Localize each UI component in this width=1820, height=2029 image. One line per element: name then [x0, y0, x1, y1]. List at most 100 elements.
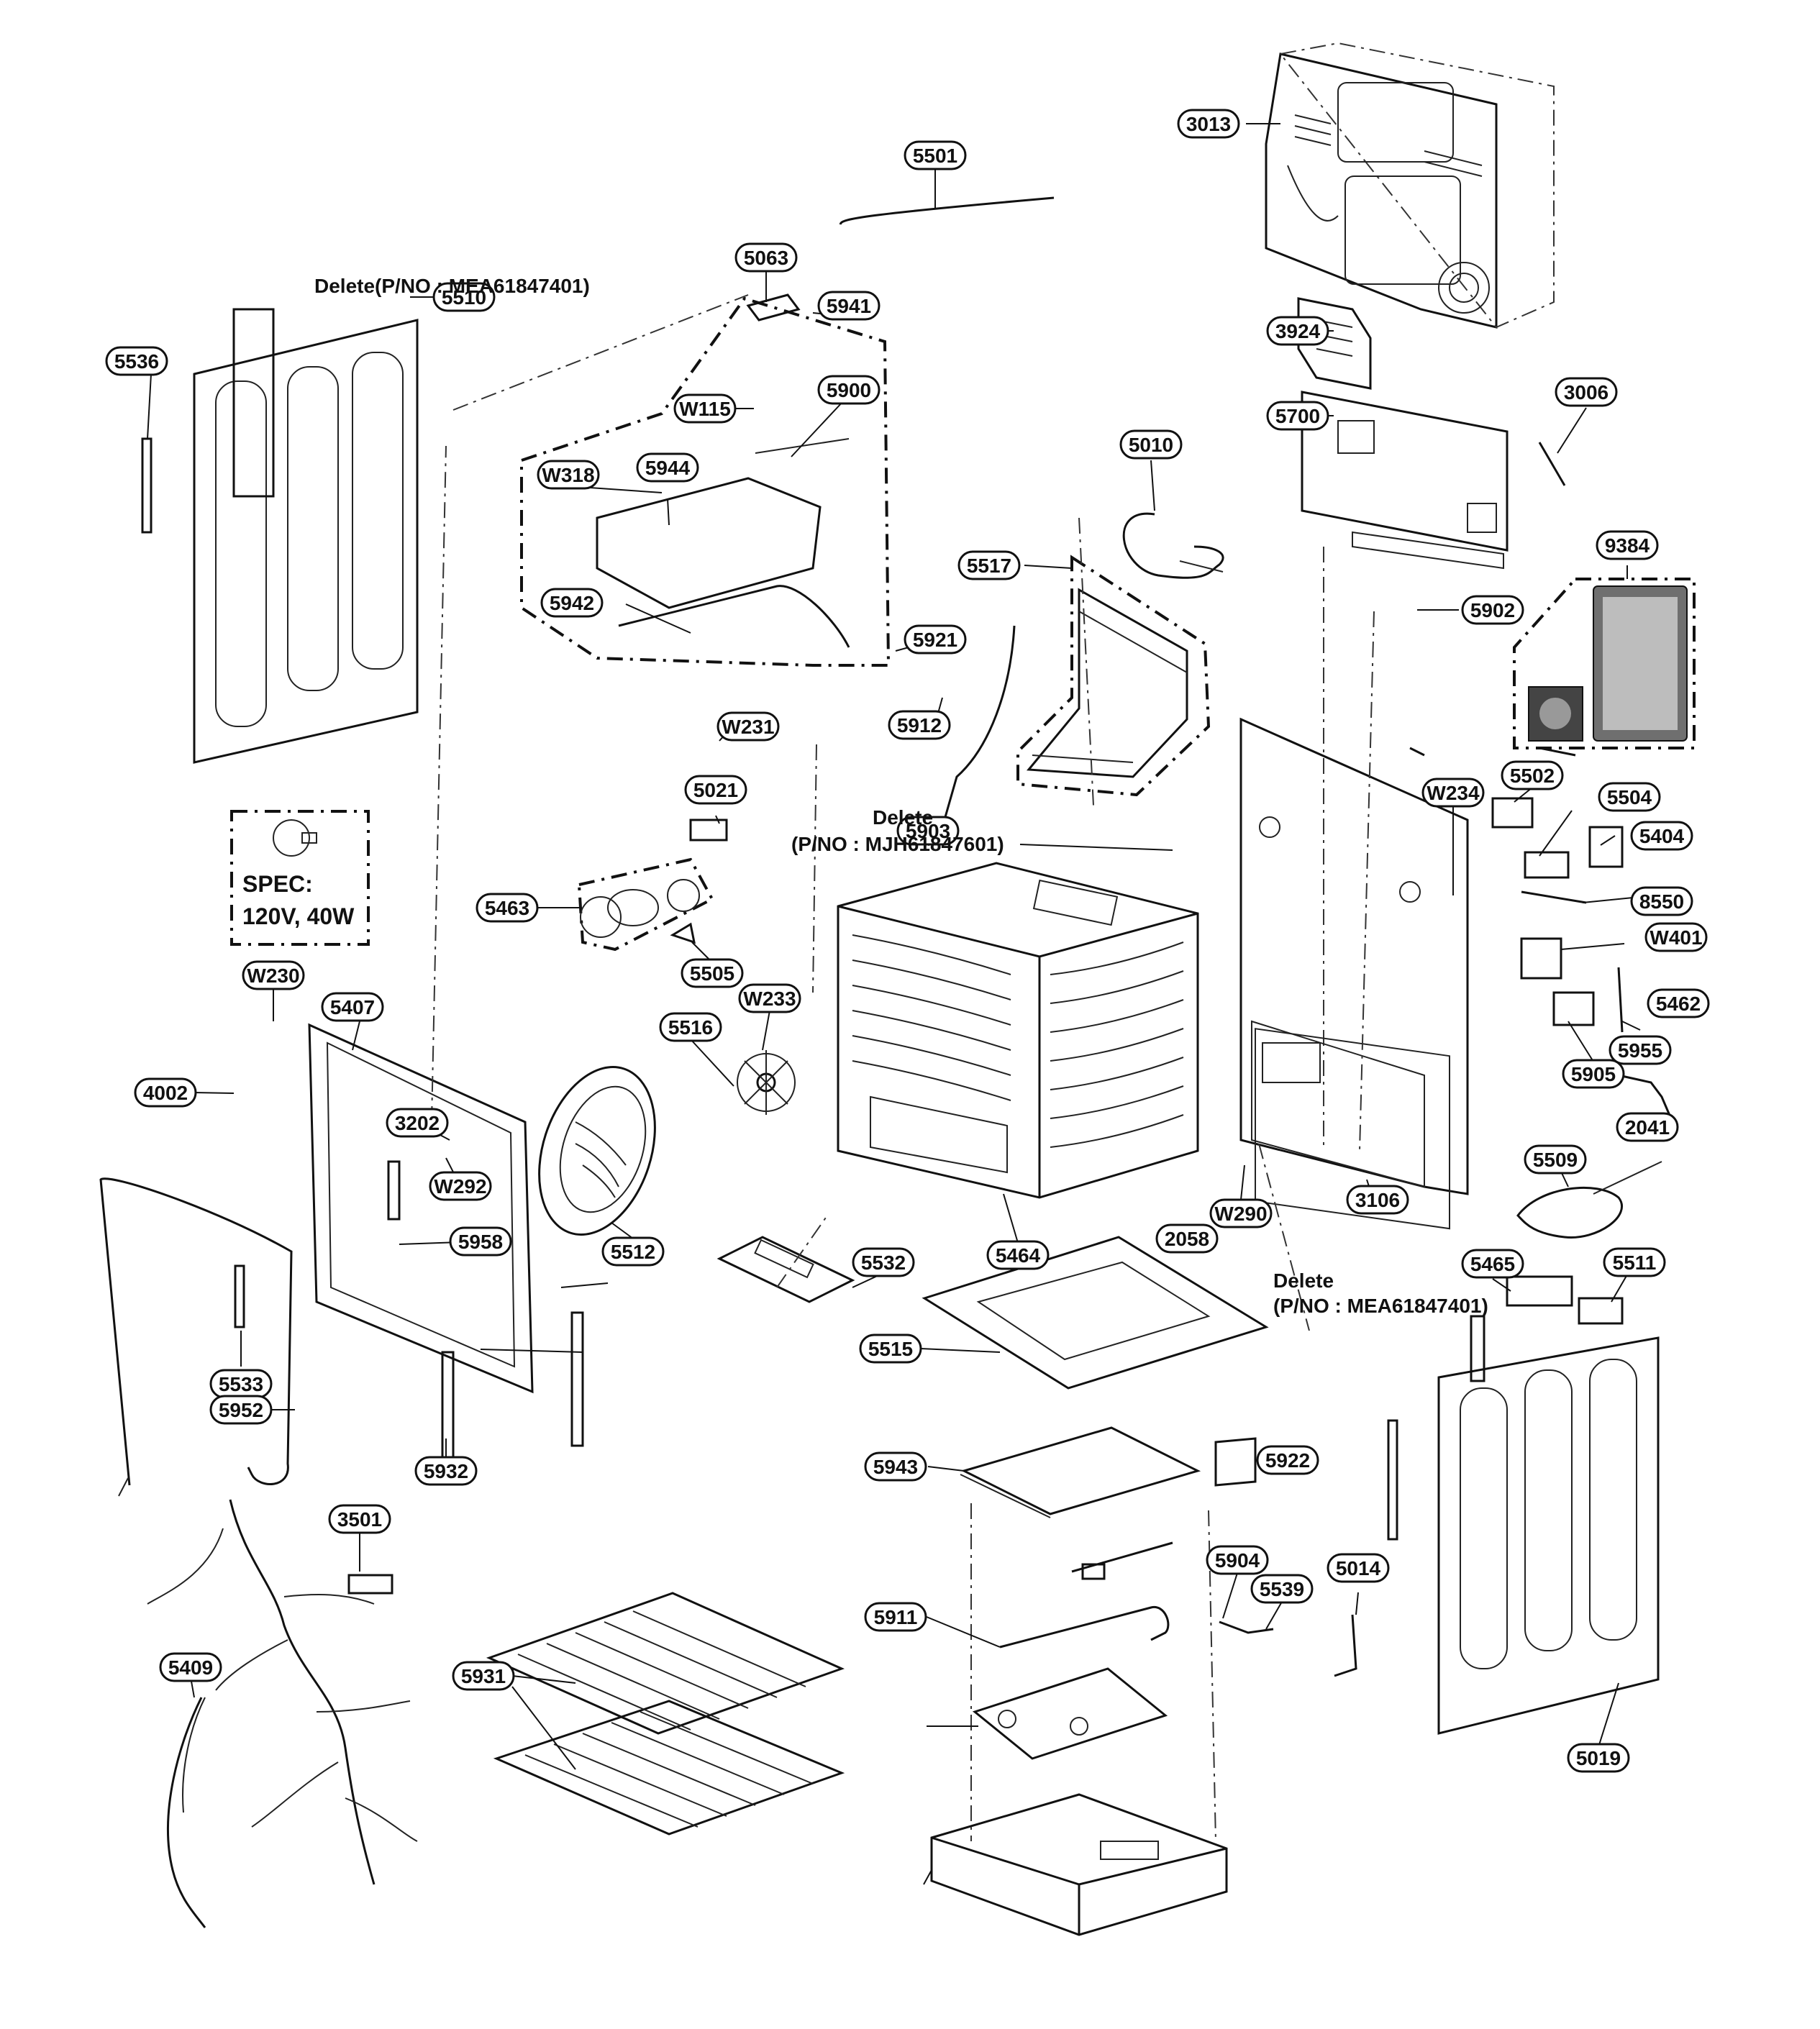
callout-label: 5902	[1470, 599, 1515, 621]
callout-5931: 5931	[452, 1661, 515, 1691]
callout-5462: 5462	[1647, 988, 1710, 1018]
callout-label: 5409	[168, 1656, 213, 1679]
wires-5905-2041	[1516, 1074, 1674, 1239]
callout-bubble	[1155, 1223, 1219, 1254]
duct-5517	[1016, 555, 1211, 797]
callout-5021: 5021	[684, 775, 747, 805]
callout-bubble	[537, 460, 600, 490]
callout-bubble	[817, 291, 881, 321]
callout-5903: 5903	[896, 816, 960, 846]
callout-bubble	[1555, 377, 1618, 407]
right-side-panel-5539	[1437, 1275, 1660, 1735]
callout-5932: 5932	[414, 1456, 478, 1486]
callout-label: 3013	[1186, 113, 1231, 135]
callout-w401: W401	[1644, 922, 1708, 952]
callout-bubble	[1266, 401, 1329, 431]
callout-bubble	[1206, 1545, 1269, 1575]
callout-bubble	[659, 1012, 722, 1042]
callout-label: W231	[722, 716, 774, 738]
door-frame	[308, 1023, 584, 1469]
callout-w233: W233	[738, 983, 801, 1013]
callout-label: 5502	[1510, 765, 1555, 787]
callout-5504: 5504	[1598, 782, 1661, 812]
sheet-5958	[922, 1236, 1269, 1390]
callout-label: 5904	[1215, 1549, 1260, 1572]
callout-label: W233	[743, 988, 796, 1010]
callout-bubble	[1647, 988, 1710, 1018]
callout-bubble	[1209, 1198, 1273, 1228]
plate-5409	[972, 1667, 1168, 1760]
callout-bubble	[414, 1456, 478, 1486]
callout-label: 5922	[1265, 1449, 1310, 1472]
callout-5958: 5958	[449, 1226, 512, 1257]
callout-bubble	[852, 1247, 915, 1277]
callout-5010: 5010	[1119, 429, 1183, 460]
callout-label: 5465	[1470, 1253, 1515, 1275]
delete-note-top: Delete(P/NO : MEA61847401)	[314, 275, 590, 297]
callout-5912: 5912	[888, 710, 951, 740]
callout-5921: 5921	[904, 624, 967, 655]
callout-bubble	[1266, 316, 1329, 346]
callout-w318: W318	[537, 460, 600, 490]
callout-label: 5021	[693, 779, 738, 801]
callout-bubble	[817, 375, 881, 405]
clip-5463	[670, 922, 696, 944]
callout-5463: 5463	[476, 893, 539, 923]
callout-9384: 9384	[1596, 530, 1659, 560]
callout-bubble	[716, 711, 780, 742]
callout-bubble	[888, 710, 951, 740]
callout-bubble	[601, 1236, 665, 1267]
callout-label: 5010	[1129, 434, 1173, 456]
delete-note-mid-line1: Delete	[873, 806, 933, 829]
cover-5952	[960, 1426, 1201, 1518]
callout-5014: 5014	[1327, 1553, 1390, 1583]
lamp-5511	[577, 819, 728, 952]
callout-bubble	[105, 346, 168, 376]
spec-label: SPEC:	[242, 871, 313, 897]
callout-label: 2058	[1165, 1228, 1209, 1250]
cavity-right-ribs	[1050, 941, 1184, 1148]
callout-bubble	[957, 550, 1021, 580]
callout-label: 5501	[913, 145, 957, 167]
tray-5464	[716, 1236, 855, 1303]
callout-label: 3006	[1564, 381, 1609, 403]
cavity-left-ribs	[852, 934, 1011, 1101]
callout-bubble	[429, 1171, 492, 1201]
callout-label: W230	[247, 965, 299, 987]
callout-5509: 5509	[1524, 1144, 1587, 1175]
delete-note-bottom-line1: Delete	[1273, 1269, 1334, 1292]
callout-bubble	[476, 893, 539, 923]
spec-box	[230, 810, 370, 946]
callout-label: 5921	[913, 629, 957, 651]
callout-label: 5505	[690, 962, 734, 985]
bracket-5700	[1301, 391, 1509, 1151]
callout-bubble	[1177, 109, 1240, 139]
callout-bubble	[1567, 1743, 1630, 1773]
callout-bubble	[452, 1661, 515, 1691]
callout-bubble	[159, 1652, 222, 1682]
small-screws-right	[1409, 442, 1587, 904]
callout-label: 5407	[330, 996, 375, 1018]
callout-bubble	[449, 1226, 512, 1257]
callout-label: 5539	[1260, 1578, 1304, 1600]
strip-5536	[141, 437, 1398, 1541]
callout-3202: 3202	[386, 1108, 449, 1138]
callout-label: 5941	[827, 295, 871, 317]
callout-5019: 5019	[1567, 1743, 1630, 1773]
oven-cavity	[837, 862, 1199, 1199]
callout-5464: 5464	[986, 1240, 1050, 1270]
callout-bubble	[681, 958, 744, 988]
callout-label: 5944	[645, 457, 691, 479]
callout-bubble	[242, 960, 305, 990]
callout-label: 5955	[1618, 1039, 1662, 1062]
callout-label: 5942	[550, 592, 594, 614]
callout-5532: 5532	[852, 1247, 915, 1277]
callout-bubble	[904, 624, 967, 655]
callout-bubble	[636, 452, 699, 483]
callout-bubble	[1501, 760, 1564, 790]
callout-5517: 5517	[957, 550, 1021, 580]
callout-bubble	[896, 816, 960, 846]
callout-label: 5515	[868, 1338, 913, 1360]
